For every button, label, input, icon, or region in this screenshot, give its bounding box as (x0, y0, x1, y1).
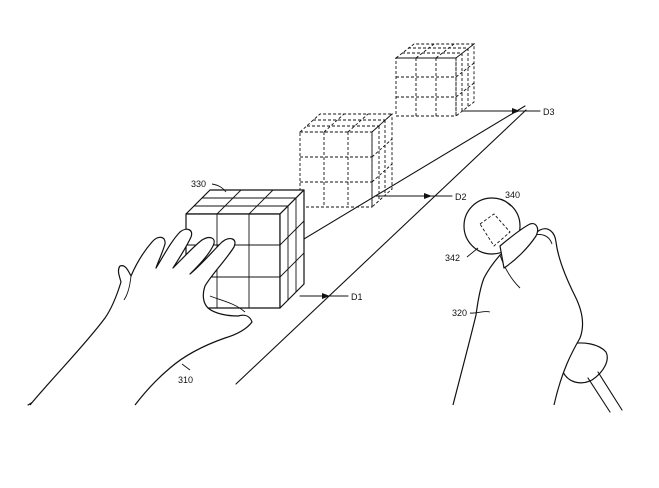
hand-right-label: 320 (452, 308, 467, 318)
virtual-cube-mid (300, 114, 392, 207)
d3-label: D3 (543, 107, 555, 117)
cube-solid-label: 330 (191, 179, 206, 189)
d1-arrow (322, 293, 330, 299)
d2-arrow (424, 193, 432, 199)
hand-left-label: 310 (178, 375, 193, 385)
d1-label: D1 (351, 292, 363, 302)
right-hand-controller (453, 198, 622, 412)
controller-pad-leader (467, 248, 478, 257)
d3-arrow (512, 108, 520, 114)
controller-pad-label: 342 (445, 253, 460, 263)
controller-label: 340 (505, 190, 520, 200)
d2-label: D2 (455, 192, 467, 202)
hand-left-leader (182, 364, 190, 370)
virtual-cube-far (396, 44, 474, 116)
left-hand (30, 229, 252, 405)
